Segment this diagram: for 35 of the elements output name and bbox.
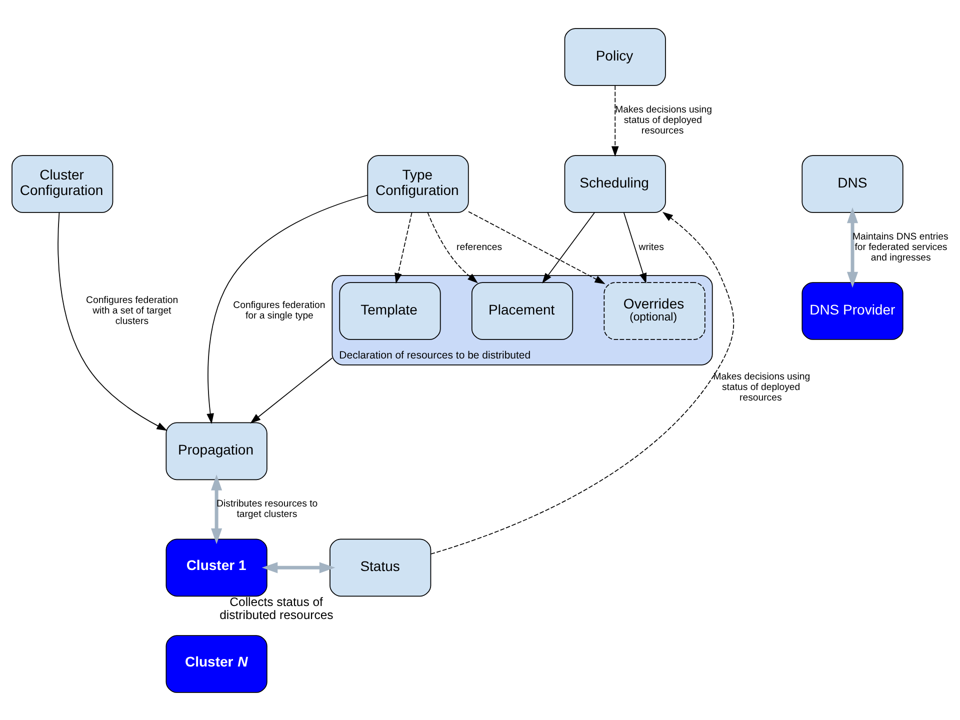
node-box: Status bbox=[330, 538, 432, 596]
node-box: Cluster Configuration bbox=[12, 154, 114, 212]
node-label: Collects status of distributed resources bbox=[220, 594, 334, 622]
node-box: Type Configuration bbox=[367, 154, 469, 212]
node-box: Template bbox=[339, 282, 441, 340]
arrow bbox=[542, 212, 595, 283]
arrow bbox=[468, 210, 606, 284]
edge-label: Makes decisions using status of deployed resources bbox=[615, 104, 712, 136]
arrow bbox=[846, 206, 858, 288]
edge-label: Maintains DNS entries for federated services and ingresses bbox=[852, 230, 948, 263]
arrow bbox=[430, 211, 734, 554]
edge-label: references bbox=[456, 241, 502, 252]
arrow bbox=[623, 212, 647, 284]
node-box: Cluster N bbox=[166, 634, 268, 692]
arrow bbox=[58, 212, 168, 430]
arrow bbox=[206, 194, 368, 424]
node-box: DNS bbox=[802, 154, 904, 212]
node-box: Overrides (optional) bbox=[604, 282, 706, 340]
node-box: Policy bbox=[564, 28, 666, 86]
arrow bbox=[394, 212, 412, 284]
arrow bbox=[611, 84, 619, 156]
node-box: Placement bbox=[471, 282, 574, 340]
node-box: Propagation bbox=[166, 422, 268, 480]
arrow bbox=[250, 357, 333, 423]
arrow bbox=[211, 474, 222, 544]
edge-label: Makes decisions using status of deployed resources bbox=[713, 371, 810, 404]
node-box: Cluster 1 bbox=[166, 538, 268, 596]
arrow bbox=[427, 212, 478, 283]
node-box: Scheduling bbox=[564, 154, 666, 212]
edge-label: Configures federation for a single type bbox=[233, 300, 326, 322]
node-box: DNS Provider bbox=[802, 282, 904, 340]
edge-label: writes bbox=[638, 241, 664, 252]
edge-label: Configures federation with a set of target clusters bbox=[86, 294, 178, 326]
edge-label: Distributes resources to target clusters bbox=[216, 498, 318, 520]
arrow bbox=[262, 562, 336, 573]
